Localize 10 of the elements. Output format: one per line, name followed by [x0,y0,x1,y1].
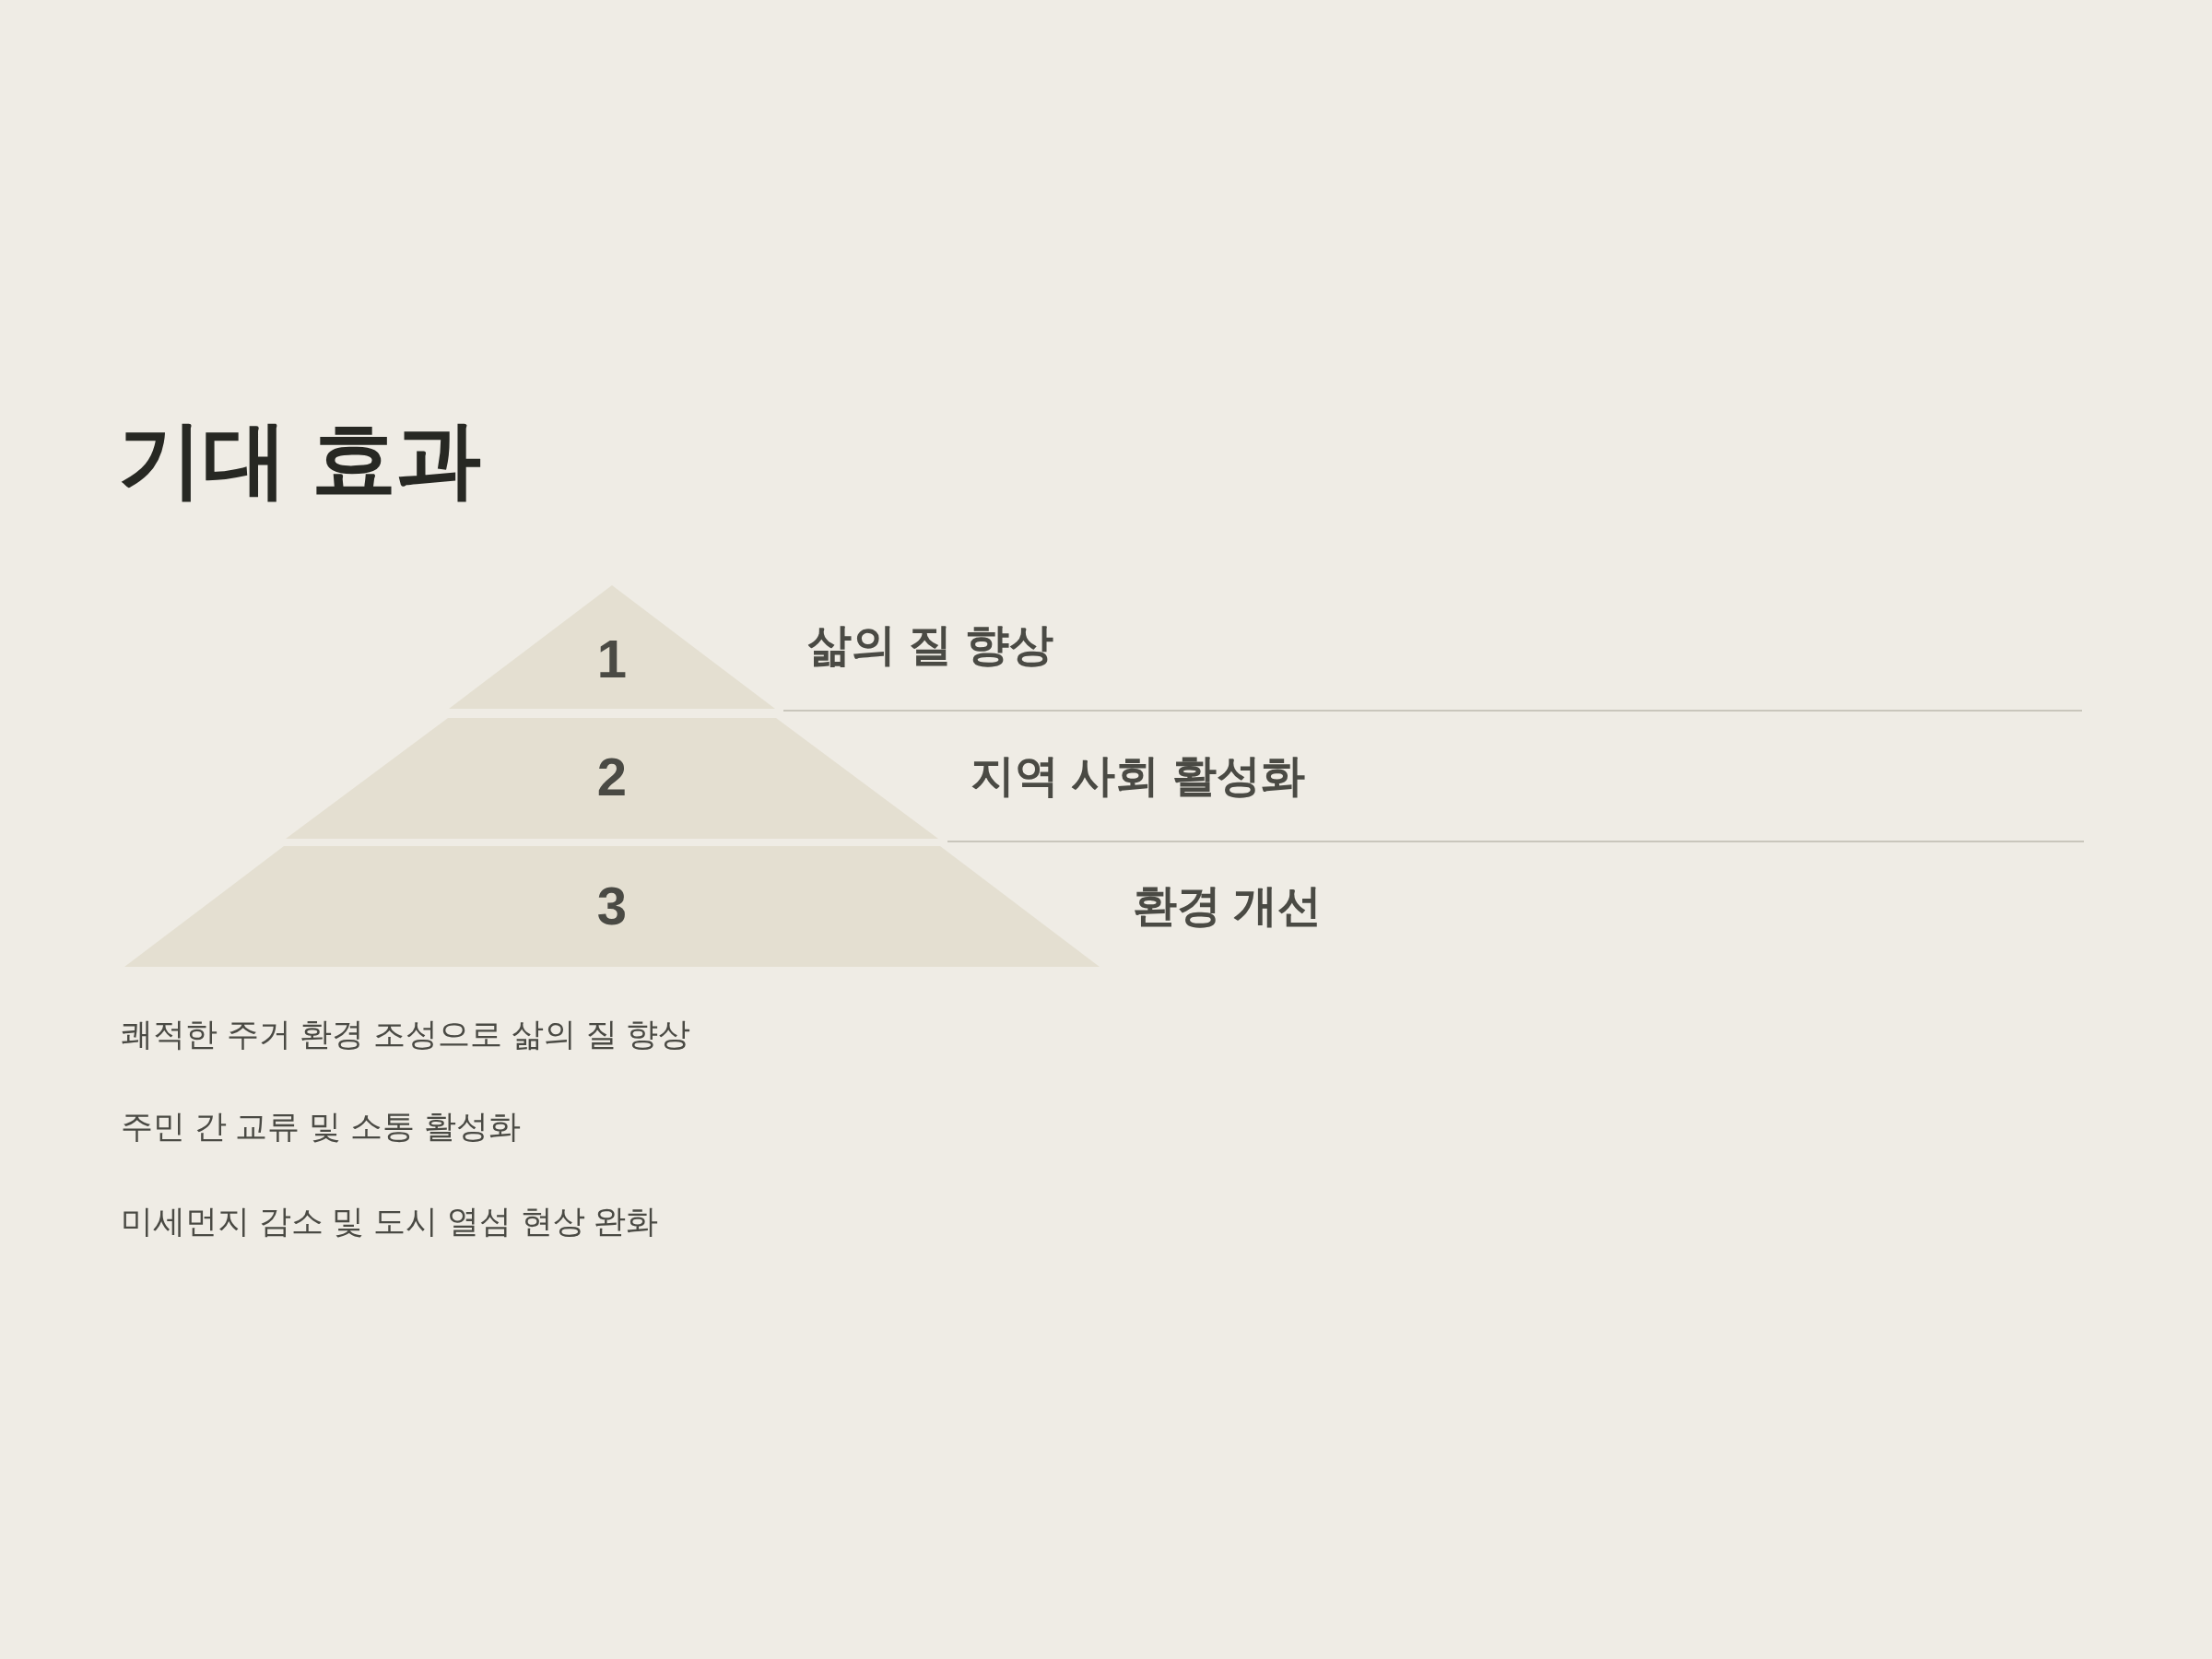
slide-title: 기대 효과 [118,413,481,507]
tier-label: 지역 사회 활성화 [971,750,1305,802]
tier-number: 3 [596,879,628,933]
description-text: 주민 간 교류 및 소통 활성화 [121,1107,521,1146]
tier-label: 삶의 질 향상 [807,619,1053,671]
tier-number: 1 [596,632,628,686]
description-text: 미세먼지 감소 및 도시 열섬 현상 완화 [121,1202,659,1241]
description-text: 쾌적한 주거 환경 조성으로 삶의 질 향상 [121,1015,691,1053]
tier-label: 환경 개선 [1133,880,1323,932]
tier-number: 2 [596,750,628,804]
